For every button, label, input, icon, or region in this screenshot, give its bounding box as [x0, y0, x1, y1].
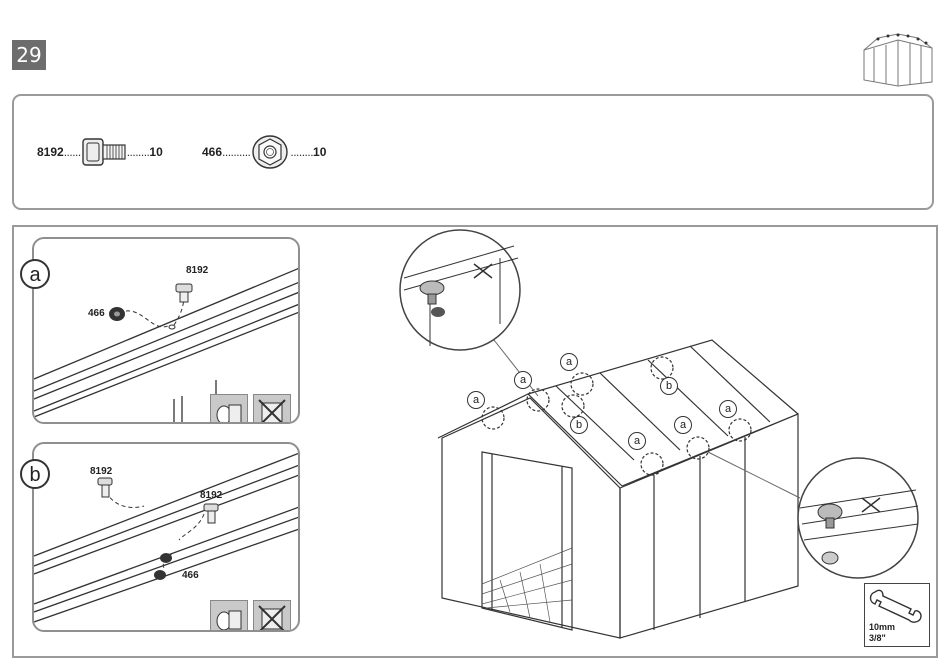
bolt-label: 8192	[186, 265, 208, 276]
callout-tag-a: a	[719, 400, 737, 418]
part-qty: 10	[313, 145, 326, 159]
callout-tag-b: b	[570, 416, 588, 434]
overtighten-forbidden-icon	[253, 394, 291, 424]
tool-box: 10mm 3/8"	[864, 583, 930, 647]
callout-tag-a: a	[514, 371, 532, 389]
nut-icon	[109, 307, 125, 321]
part-bolt: 8192 ...... ........ 10	[37, 132, 163, 172]
nut-icon	[250, 134, 290, 170]
wrench-size-imperial: 3/8"	[869, 633, 886, 643]
part-nut: 466 .......... ........ 10	[202, 132, 326, 172]
nut-label: 466	[182, 570, 199, 581]
part-qty: 10	[149, 145, 162, 159]
detail-b-panel: 8192 8192 466	[32, 442, 300, 632]
bolt-icon	[81, 136, 127, 168]
detail-b-letter: b	[20, 459, 50, 489]
part-code: 466	[202, 145, 222, 159]
tighten-ok-icon	[210, 600, 248, 632]
tighten-ok-icon	[210, 394, 248, 424]
wrench-icon	[865, 586, 929, 626]
detail-a-panel: 8192 466	[32, 237, 300, 424]
bolt-label-1: 8192	[90, 466, 112, 477]
shed-thumbnail-icon	[858, 30, 938, 88]
callout-tag-a: a	[467, 391, 485, 409]
part-code: 8192	[37, 145, 64, 159]
nut-label: 466	[88, 308, 105, 319]
callout-tag-b: b	[660, 377, 678, 395]
bolt-label-2: 8192	[200, 490, 222, 501]
callout-tag-a: a	[560, 353, 578, 371]
callout-tag-a: a	[674, 416, 692, 434]
overtighten-forbidden-icon	[253, 600, 291, 632]
bolt-icon	[176, 284, 192, 302]
step-number: 29	[12, 40, 46, 70]
callout-tag-a: a	[628, 432, 646, 450]
shed-assembly-drawing	[390, 228, 930, 648]
detail-a-letter: a	[20, 259, 50, 289]
zoom-detail-bottom	[798, 458, 918, 578]
wrench-size-metric: 10mm	[869, 622, 895, 632]
zoom-detail-top	[400, 230, 520, 350]
parts-panel: 8192 ...... ........ 10 466 .......... .…	[12, 94, 934, 210]
